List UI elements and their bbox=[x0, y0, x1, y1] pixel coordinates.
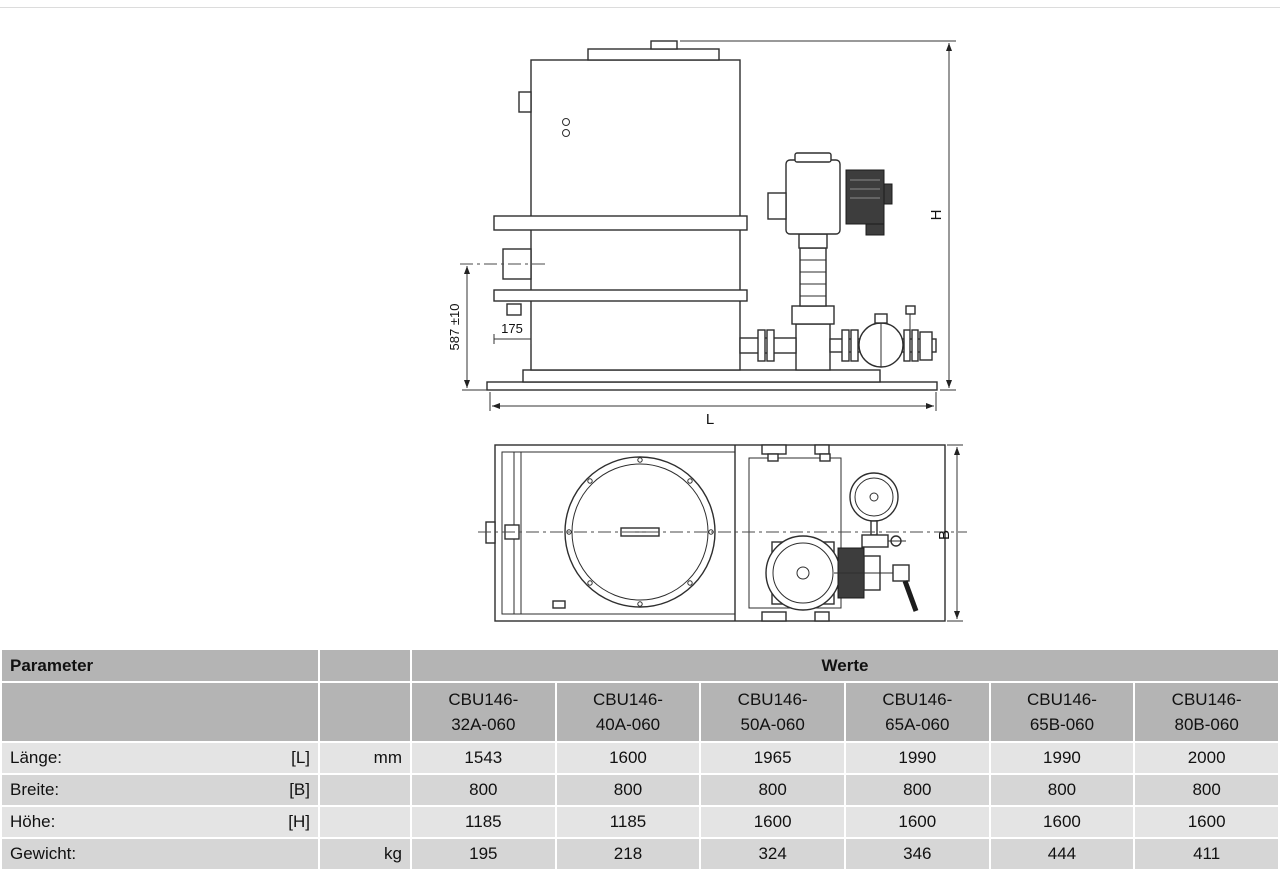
dimensional-drawing-svg: H L 587 ±10 175 bbox=[447, 40, 967, 622]
table-row-hoehe: Höhe: [H] 1185 1185 1600 1600 1600 1600 bbox=[2, 807, 1278, 837]
dimension-175: 175 bbox=[493, 321, 532, 344]
value-cell: 1600 bbox=[556, 743, 700, 773]
row-header: Breite: [B] bbox=[2, 775, 318, 805]
column-header-line: 65B-060 bbox=[1029, 715, 1095, 734]
row-label: Länge: bbox=[10, 748, 62, 767]
row-symbol: [H] bbox=[288, 812, 310, 831]
row-label: Breite: bbox=[10, 780, 60, 799]
row-symbol: [B] bbox=[289, 780, 310, 799]
dimension-b: B bbox=[478, 444, 967, 622]
value-cell: 800 bbox=[1135, 775, 1278, 805]
value-cell: 1185 bbox=[412, 807, 555, 837]
table-row-laenge: Länge: [L] mm 1543 1600 1965 1990 1990 20… bbox=[2, 743, 1278, 773]
column-header-line: CBU146- bbox=[448, 689, 519, 709]
empty-cell bbox=[2, 683, 318, 741]
column-header: CBU146- 32A-060 bbox=[412, 683, 555, 741]
column-header: CBU146- 80B-060 bbox=[1135, 683, 1278, 741]
dim-l-label: L bbox=[706, 411, 714, 428]
row-symbol: [L] bbox=[291, 748, 310, 767]
column-header-line: CBU146- bbox=[1026, 689, 1097, 709]
top-divider bbox=[0, 0, 1280, 8]
dim-h-label: H bbox=[928, 210, 945, 221]
row-unit bbox=[320, 775, 410, 805]
column-header-line: CBU146- bbox=[737, 689, 808, 709]
row-unit bbox=[320, 807, 410, 837]
table-row-gewicht: Gewicht: kg 195 218 324 346 444 411 bbox=[2, 839, 1278, 869]
empty-cell bbox=[320, 683, 410, 741]
value-cell: 1600 bbox=[990, 807, 1134, 837]
value-cell: 444 bbox=[990, 839, 1134, 869]
row-unit: mm bbox=[320, 743, 410, 773]
value-cell: 1965 bbox=[701, 743, 844, 773]
value-cell: 195 bbox=[412, 839, 555, 869]
value-cell: 1600 bbox=[1135, 807, 1278, 837]
column-header-line: 65A-060 bbox=[885, 715, 950, 734]
top-view bbox=[485, 444, 946, 622]
column-header-line: 32A-060 bbox=[451, 715, 516, 734]
row-header: Höhe: [H] bbox=[2, 807, 318, 837]
side-view bbox=[486, 40, 938, 391]
row-label: Höhe: bbox=[10, 812, 56, 831]
row-label: Gewicht: bbox=[10, 844, 77, 863]
row-header: Länge: [L] bbox=[2, 743, 318, 773]
row-header: Gewicht: bbox=[2, 839, 318, 869]
dim-587-label: 587 ±10 bbox=[447, 304, 462, 351]
value-cell: 346 bbox=[845, 839, 989, 869]
werte-header: Werte bbox=[412, 650, 1278, 681]
dimension-l: L bbox=[489, 392, 937, 428]
column-header: CBU146- 50A-060 bbox=[701, 683, 844, 741]
value-cell: 800 bbox=[845, 775, 989, 805]
dimension-h: H bbox=[680, 40, 956, 391]
dimension-587: 587 ±10 bbox=[447, 263, 548, 391]
column-header: CBU146- 65A-060 bbox=[845, 683, 989, 741]
value-cell: 1990 bbox=[845, 743, 989, 773]
column-header-line: 40A-060 bbox=[595, 715, 661, 734]
value-cell: 800 bbox=[701, 775, 844, 805]
column-header: CBU146- 40A-060 bbox=[556, 683, 700, 741]
table-row-breite: Breite: [B] 800 800 800 800 800 800 bbox=[2, 775, 1278, 805]
dim-b-label: B bbox=[936, 530, 953, 540]
unit-header-empty bbox=[320, 650, 410, 681]
table-header-row: Parameter Werte bbox=[2, 650, 1278, 681]
value-cell: 800 bbox=[412, 775, 555, 805]
value-cell: 324 bbox=[701, 839, 844, 869]
value-cell: 1185 bbox=[556, 807, 700, 837]
value-cell: 1600 bbox=[845, 807, 989, 837]
column-header-line: CBU146- bbox=[593, 689, 663, 709]
parameter-header: Parameter bbox=[2, 650, 318, 681]
column-header-line: CBU146- bbox=[882, 689, 953, 709]
value-cell: 1600 bbox=[701, 807, 844, 837]
value-cell: 800 bbox=[556, 775, 700, 805]
column-header-line: CBU146- bbox=[1171, 689, 1242, 709]
value-cell: 1990 bbox=[990, 743, 1134, 773]
table-columns-row: CBU146- 32A-060 CBU146- 40A-060 CBU146- 50A… bbox=[2, 683, 1278, 741]
value-cell: 218 bbox=[556, 839, 700, 869]
parameter-table: Parameter Werte CBU146- 32A-060 CBU146- 40… bbox=[0, 648, 1280, 871]
row-unit: kg bbox=[320, 839, 410, 869]
column-header: CBU146- 65B-060 bbox=[990, 683, 1134, 741]
dim-175-label: 175 bbox=[501, 321, 523, 336]
column-header-line: 50A-060 bbox=[740, 715, 805, 734]
value-cell: 411 bbox=[1135, 839, 1278, 869]
technical-drawing: H L 587 ±10 175 bbox=[0, 8, 1280, 642]
value-cell: 800 bbox=[990, 775, 1134, 805]
value-cell: 2000 bbox=[1135, 743, 1278, 773]
column-header-line: 80B-060 bbox=[1174, 715, 1239, 734]
value-cell: 1543 bbox=[412, 743, 555, 773]
